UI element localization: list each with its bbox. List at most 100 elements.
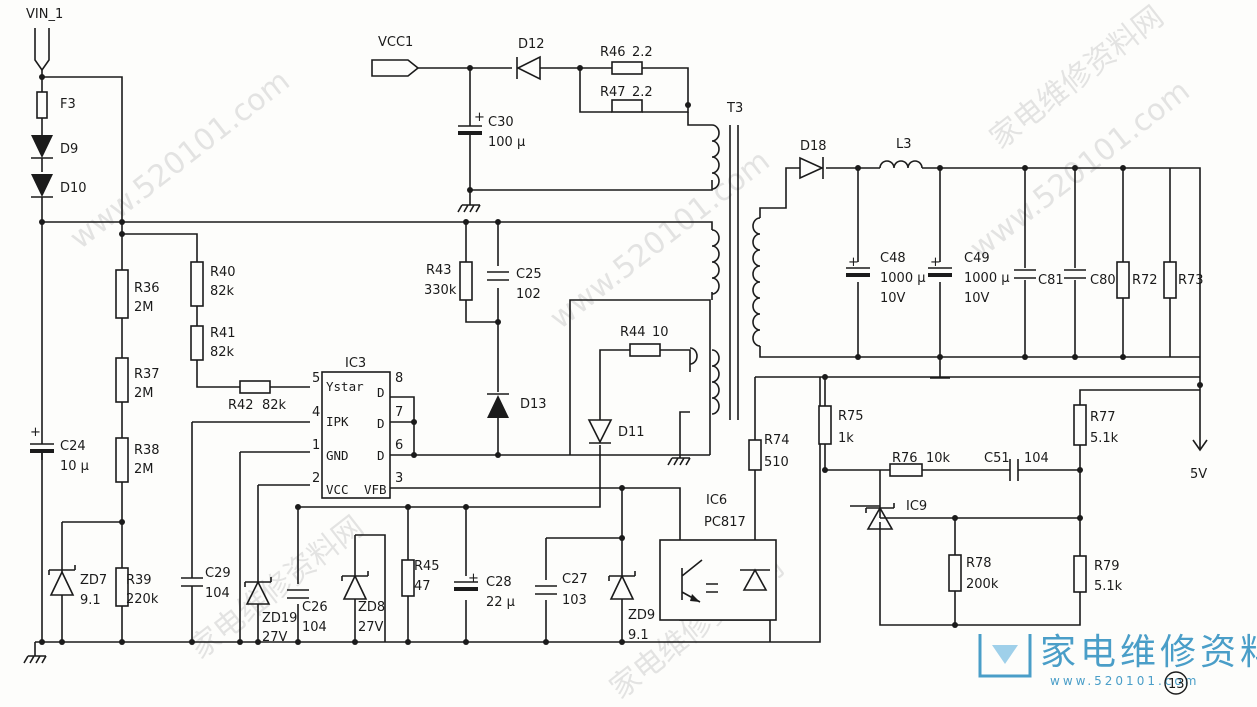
svg-text:1k: 1k <box>838 431 854 446</box>
svg-text:C29: C29 <box>205 566 231 581</box>
svg-text:R37: R37 <box>134 367 160 382</box>
svg-text:13: 13 <box>1168 677 1185 692</box>
ground-symbols <box>23 190 950 664</box>
svg-text:D: D <box>377 416 385 431</box>
svg-text:82k: 82k <box>210 284 235 299</box>
svg-text:R36: R36 <box>134 281 160 296</box>
optocoupler-ic6: IC6 PC817 <box>659 493 777 621</box>
svg-text:PC817: PC817 <box>704 515 746 530</box>
svg-text:102: 102 <box>516 287 541 302</box>
svg-text:GND: GND <box>326 448 349 463</box>
svg-text:www.520101.com: www.520101.com <box>63 63 296 256</box>
svg-text:VIN_1: VIN_1 <box>26 7 63 22</box>
svg-text:R44: R44 <box>620 325 646 340</box>
svg-text:IC6: IC6 <box>706 493 727 508</box>
svg-text:82k: 82k <box>210 345 235 360</box>
svg-text:www.520101.com: www.520101.com <box>543 143 776 336</box>
svg-text:www.520101.com: www.520101.com <box>963 73 1196 266</box>
resistor-r72: R72 <box>1116 261 1158 299</box>
svg-text:1000 μ: 1000 μ <box>880 271 926 286</box>
svg-text:10V: 10V <box>964 291 990 306</box>
svg-text:D13: D13 <box>520 397 547 412</box>
svg-text:9.1: 9.1 <box>628 628 649 643</box>
svg-text:5.1k: 5.1k <box>1090 431 1119 446</box>
controller-ic3: IC3 Ystar IPK GND VCC VFB D D D 5 4 1 2 … <box>312 356 403 499</box>
svg-text:6: 6 <box>395 438 403 453</box>
svg-text:R72: R72 <box>1132 273 1158 288</box>
svg-text:C51: C51 <box>984 451 1010 466</box>
svg-text:D10: D10 <box>60 181 87 196</box>
svg-text:+: + <box>848 255 859 270</box>
svg-text:2M: 2M <box>134 300 154 315</box>
resistor-r44: R44 10 <box>620 325 669 357</box>
capacitor-c80: C80 <box>1064 269 1116 288</box>
capacitor-c51: C51 104 <box>984 451 1049 481</box>
svg-text:R42: R42 <box>228 398 254 413</box>
svg-text:D18: D18 <box>800 139 827 154</box>
svg-text:ZD8: ZD8 <box>358 600 385 615</box>
diode-d12: D12 <box>516 37 545 81</box>
svg-text:R46: R46 <box>600 45 626 60</box>
svg-text:82k: 82k <box>262 398 287 413</box>
svg-text:200k: 200k <box>966 577 999 592</box>
svg-text:10k: 10k <box>926 451 951 466</box>
svg-text:2M: 2M <box>134 386 154 401</box>
svg-text:R79: R79 <box>1094 559 1120 574</box>
svg-text:R77: R77 <box>1090 410 1116 425</box>
svg-text:VCC: VCC <box>326 482 349 497</box>
svg-text:VCC1: VCC1 <box>378 35 413 50</box>
svg-text:27V: 27V <box>262 630 288 645</box>
svg-text:C25: C25 <box>516 267 542 282</box>
svg-text:IPK: IPK <box>326 414 349 429</box>
svg-text:7: 7 <box>395 405 403 420</box>
svg-text:3: 3 <box>395 471 403 486</box>
svg-text:R76: R76 <box>892 451 918 466</box>
svg-text:IC3: IC3 <box>345 356 366 371</box>
svg-text:1000 μ: 1000 μ <box>964 271 1010 286</box>
wires <box>34 67 1201 656</box>
resistor-r76: R76 10k <box>889 451 951 477</box>
svg-text:IC9: IC9 <box>906 499 927 514</box>
svg-text:10: 10 <box>652 325 669 340</box>
svg-text:C30: C30 <box>488 115 514 130</box>
svg-text:R45: R45 <box>414 559 440 574</box>
svg-text:104: 104 <box>1024 451 1049 466</box>
svg-text:2.2: 2.2 <box>632 45 653 60</box>
fuse-f3: F3 <box>36 91 76 119</box>
diode-d10: D10 <box>31 174 87 198</box>
svg-text:R40: R40 <box>210 265 236 280</box>
svg-text:9.1: 9.1 <box>80 593 101 608</box>
resistor-r78: R78 200k <box>948 554 999 592</box>
svg-text:C24: C24 <box>60 439 86 454</box>
svg-text:10V: 10V <box>880 291 906 306</box>
diode-d9: D9 <box>31 135 78 159</box>
svg-text:+: + <box>30 425 41 440</box>
svg-text:5.1k: 5.1k <box>1094 579 1123 594</box>
svg-text:R78: R78 <box>966 556 992 571</box>
svg-text:C26: C26 <box>302 600 328 615</box>
svg-text:家电维修资料网: 家电维修资料网 <box>1040 632 1257 673</box>
svg-text:R73: R73 <box>1178 273 1204 288</box>
capacitor-c81: C81 <box>1014 269 1064 288</box>
svg-text:Ystar: Ystar <box>326 379 364 394</box>
svg-text:L3: L3 <box>896 137 912 152</box>
svg-text:1: 1 <box>312 438 320 453</box>
svg-text:2.2: 2.2 <box>632 85 653 100</box>
svg-text:ZD19: ZD19 <box>262 611 297 626</box>
svg-text:D11: D11 <box>618 425 645 440</box>
svg-text:+: + <box>468 571 479 586</box>
svg-text:D9: D9 <box>60 142 78 157</box>
svg-text:+: + <box>930 255 941 270</box>
svg-text:C27: C27 <box>562 572 588 587</box>
